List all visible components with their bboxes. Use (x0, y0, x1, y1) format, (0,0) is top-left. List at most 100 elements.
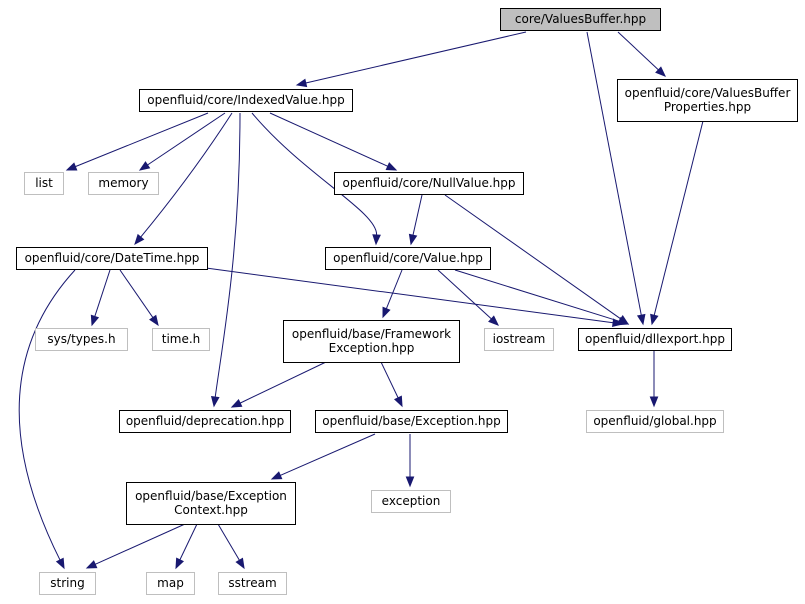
edge-line (75, 112, 209, 168)
node-box (617, 79, 798, 122)
node-dllexport[interactable]: openfluid/dllexport.hpp (578, 328, 732, 351)
node-root[interactable]: core/ValuesBuffer.hpp (500, 8, 661, 31)
edge-value-to-dllexport (454, 269, 630, 326)
edge-exception_hpp-to-exccontext (270, 433, 376, 480)
arrowhead (270, 471, 283, 480)
arrowhead (649, 396, 659, 408)
edge-fwexception-to-exception_hpp (380, 361, 403, 408)
node-list[interactable]: list (24, 172, 64, 195)
edge-line (119, 269, 154, 318)
node-label: openfluid/global.hpp (593, 414, 716, 428)
node-nullvalue[interactable]: openfluid/core/NullValue.hpp (334, 172, 524, 195)
edge-line (586, 31, 642, 316)
node-label: exception (382, 494, 441, 508)
edge-line (280, 433, 376, 476)
arrowhead (655, 66, 666, 77)
node-box (35, 328, 128, 351)
edge-fwexception-to-deprecation (230, 361, 327, 408)
node-deprecation[interactable]: openfluid/deprecation.hpp (119, 410, 291, 433)
node-box (325, 247, 491, 270)
node-label: openfluid/dllexport.hpp (585, 332, 725, 346)
edge-line (217, 523, 240, 561)
node-label: openfluid/core/NullValue.hpp (343, 176, 516, 190)
node-box (586, 410, 724, 433)
node-memory[interactable]: memory (88, 172, 159, 195)
node-map[interactable]: map (146, 572, 195, 595)
node-timeh[interactable]: time.h (152, 328, 210, 351)
node-string[interactable]: string (39, 572, 96, 595)
edge-line (95, 523, 186, 565)
node-label: openfluid/core/Value.hpp (333, 251, 483, 265)
node-label: openfluid/base/Framework (292, 327, 451, 341)
node-indexedvalue[interactable]: openfluid/core/IndexedValue.hpp (139, 89, 353, 112)
edge-line (305, 31, 527, 84)
node-iostream[interactable]: iostream (484, 328, 554, 351)
arrowhead (85, 560, 98, 569)
node-exception-hpp[interactable]: openfluid/base/Exception.hpp (315, 410, 508, 433)
node-value[interactable]: openfluid/core/Value.hpp (325, 247, 491, 270)
edge-line (239, 361, 327, 404)
arrowhead (405, 476, 415, 488)
node-label: sstream (228, 576, 276, 590)
node-label: string (50, 576, 84, 590)
node-label: Context.hpp (174, 503, 248, 517)
edge-root-to-dllexport (586, 31, 646, 326)
edge-line (205, 267, 614, 324)
node-label: openfluid/deprecation.hpp (126, 414, 284, 428)
node-box (218, 572, 287, 595)
node-exception[interactable]: exception (371, 490, 451, 513)
edge-line (617, 31, 659, 71)
node-label: iostream (493, 332, 546, 346)
node-box (126, 482, 296, 525)
edge-exccontext-to-string (85, 523, 186, 569)
node-box (139, 89, 353, 112)
node-label: openfluid/core/IndexedValue.hpp (147, 93, 344, 107)
node-box (315, 410, 508, 433)
edge-datetime-to-string (18, 269, 76, 570)
node-box (283, 320, 460, 363)
arrowhead (90, 314, 100, 327)
node-label: Properties.hpp (664, 100, 751, 114)
arrowhead (385, 162, 398, 171)
arrowhead (235, 557, 245, 570)
node-box (24, 172, 64, 195)
node-global[interactable]: openfluid/global.hpp (586, 410, 724, 433)
edge-datetime-to-dllexport (205, 267, 624, 328)
edge-line (437, 269, 492, 320)
edge-datetime-to-timeh (119, 269, 159, 327)
arrowhead (138, 161, 151, 171)
edge-vbprops-to-dllexport (650, 120, 704, 326)
node-systypes[interactable]: sys/types.h (35, 328, 128, 351)
nodes-layer: core/ValuesBuffer.hpp openfluid/core/Inde… (16, 8, 798, 595)
edge-line (269, 112, 389, 167)
node-sstream[interactable]: sstream (218, 572, 287, 595)
arrowhead (372, 234, 381, 246)
node-box (16, 247, 208, 270)
node-label: Exception.hpp (329, 341, 415, 355)
arrowhead (210, 396, 220, 408)
edge-indexedvalue-to-nullvalue (269, 112, 398, 171)
arrowhead (617, 317, 630, 326)
arrowhead (149, 314, 159, 327)
edge-root-to-indexedvalue (295, 31, 527, 88)
edge-exccontext-to-map (175, 523, 198, 570)
edge-indexedvalue-to-memory (138, 112, 226, 171)
node-box (484, 328, 554, 351)
node-datetime[interactable]: openfluid/core/DateTime.hpp (16, 247, 208, 270)
arrowhead (636, 313, 646, 326)
edge-indexedvalue-to-list (65, 112, 209, 171)
node-box (152, 328, 210, 351)
edge-line (444, 194, 621, 320)
edge-line (653, 120, 704, 316)
edge-line (412, 194, 423, 236)
edge-indexedvalue-to-deprecation (210, 112, 241, 408)
edges-layer (18, 31, 704, 570)
arrowhead (175, 557, 185, 570)
node-label: list (35, 176, 53, 190)
node-vbprops[interactable]: openfluid/core/ValuesBufferProperties.hp… (617, 79, 798, 122)
node-label: openfluid/base/Exception (135, 489, 287, 503)
arrowhead (393, 395, 403, 408)
arrowhead (230, 398, 243, 408)
